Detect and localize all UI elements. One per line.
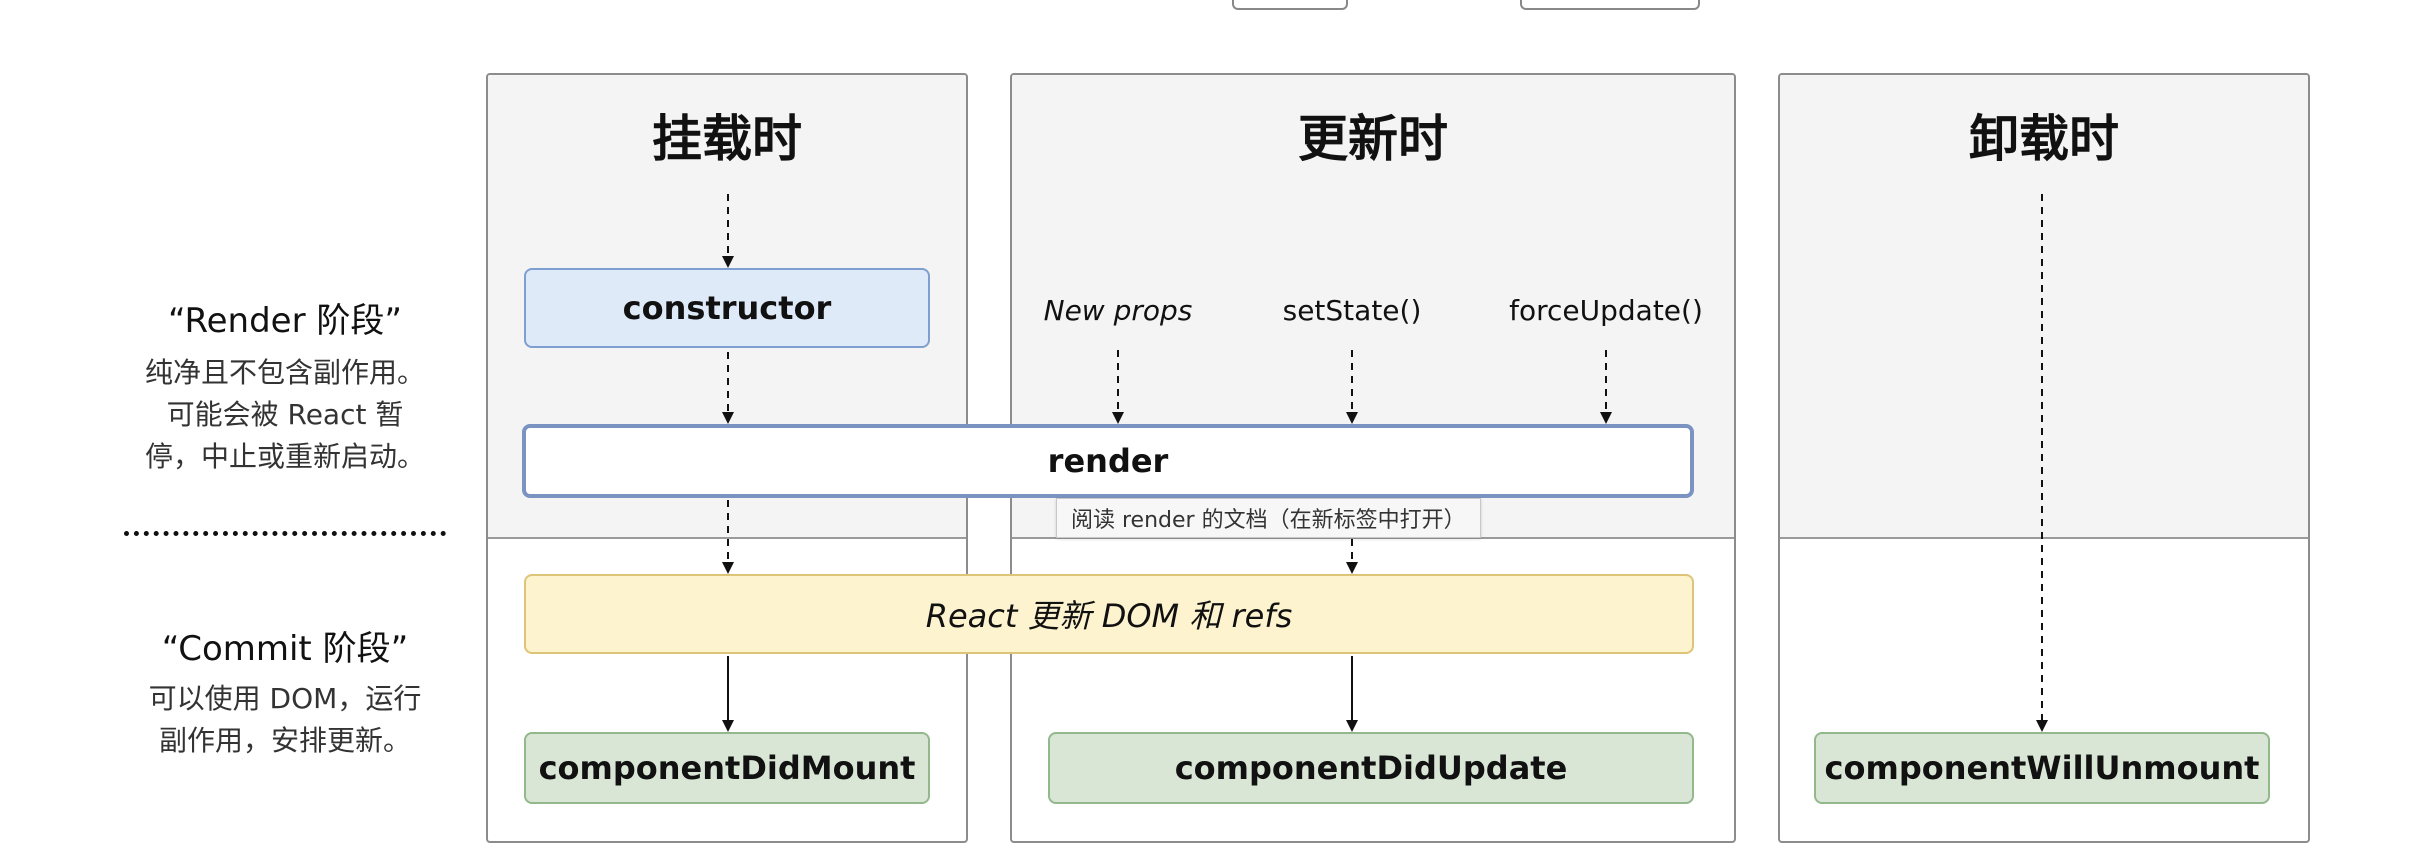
render-phase-description: 纯净且不包含副作用。 可能会被 React 暂 停，中止或重新启动。 xyxy=(120,352,450,478)
render-node[interactable]: render xyxy=(522,424,1694,498)
commit-phase-desc-line: 可以使用 DOM，运行 xyxy=(148,682,422,715)
top-control-left[interactable] xyxy=(1232,0,1348,10)
render-phase-desc-line: 停，中止或重新启动。 xyxy=(144,440,425,473)
top-control-right[interactable] xyxy=(1520,0,1700,10)
trigger-force-update: forceUpdate() xyxy=(1509,293,1703,327)
phase-separator-dotted xyxy=(124,531,446,536)
component-did-mount-node[interactable]: componentDidMount xyxy=(524,732,930,804)
commit-phase-desc-line: 副作用，安排更新。 xyxy=(158,724,411,757)
phase-divider xyxy=(488,537,966,539)
trigger-set-state: setState() xyxy=(1282,293,1422,327)
phase-divider xyxy=(1012,537,1734,539)
component-did-update-node[interactable]: componentDidUpdate xyxy=(1048,732,1694,804)
column-title-mounting: 挂载时 xyxy=(652,110,802,168)
render-phase-title: “Render 阶段” xyxy=(167,300,403,341)
column-title-unmounting: 卸载时 xyxy=(1969,110,2119,168)
column-title-updating: 更新时 xyxy=(1298,110,1448,168)
commit-phase-description: 可以使用 DOM，运行 副作用，安排更新。 xyxy=(120,678,450,762)
render-phase-desc-line: 可能会被 React 暂 xyxy=(166,398,404,431)
phase-divider xyxy=(1780,537,2308,539)
column-unmounting xyxy=(1778,73,2310,843)
render-phase-background xyxy=(1780,75,2308,537)
render-phase-desc-line: 纯净且不包含副作用。 xyxy=(144,356,425,389)
render-docs-tooltip: 阅读 render 的文档（在新标签中打开） xyxy=(1056,498,1481,538)
commit-phase-title: “Commit 阶段” xyxy=(161,628,409,669)
component-will-unmount-node[interactable]: componentWillUnmount xyxy=(1814,732,2270,804)
trigger-new-props: New props xyxy=(1043,293,1193,327)
constructor-node[interactable]: constructor xyxy=(524,268,930,348)
react-updates-dom-node: React 更新 DOM 和 refs xyxy=(524,574,1694,654)
